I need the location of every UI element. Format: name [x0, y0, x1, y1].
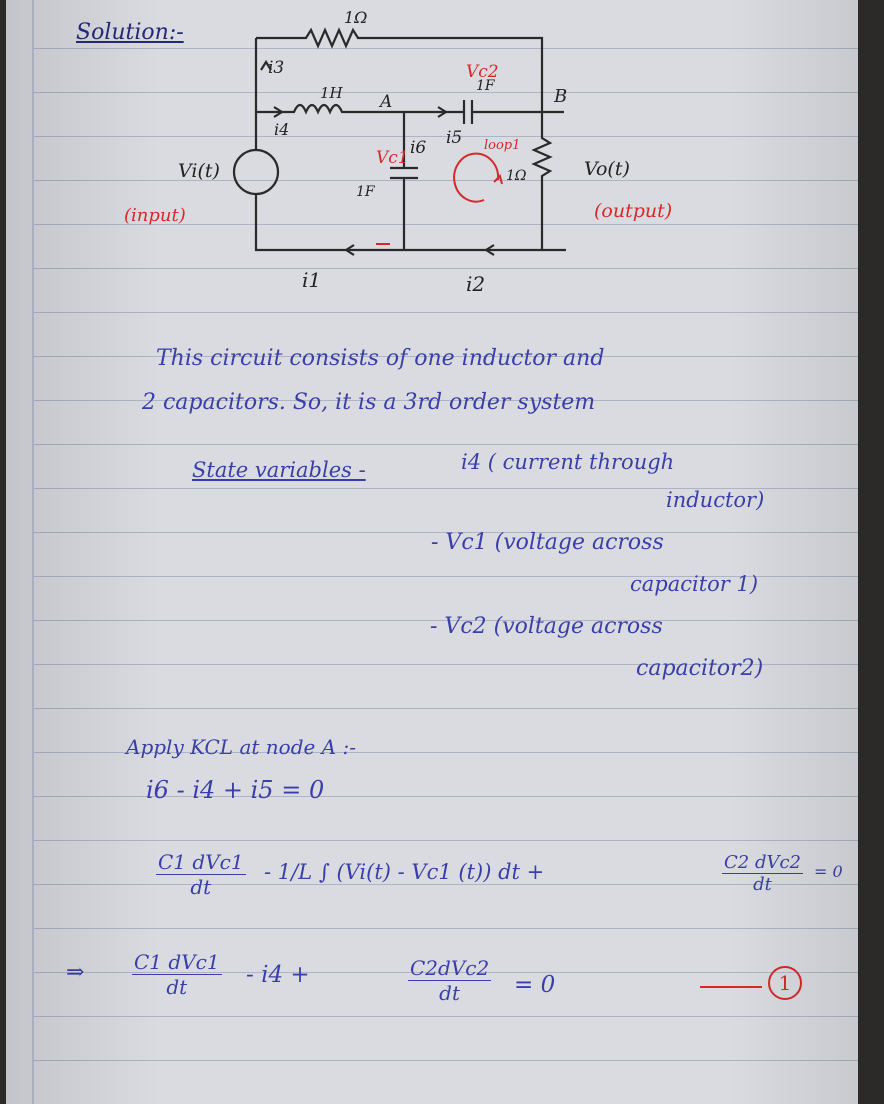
eq2-term1-num: C1 dVc1 — [156, 850, 246, 875]
label-i4: i4 — [274, 120, 290, 139]
top-wire — [256, 27, 544, 95]
eq-number-dash — [700, 986, 762, 988]
eq3-end: = 0 — [514, 972, 556, 998]
state-variable-3: - Vc2 (voltage across — [430, 614, 663, 639]
label-node-a: A — [380, 92, 393, 112]
eq2-middle: - 1/L ∫ (Vi(t) - Vc1 (t)) dt + — [264, 860, 545, 884]
eq2-term1-den: dt — [190, 875, 212, 899]
capacitor-2-symbol — [462, 95, 544, 124]
label-vc2: Vc2 — [466, 62, 499, 82]
state-variable-2: - Vc1 (voltage across — [431, 530, 664, 555]
eq2-term2: C2 dVc2 dt — [722, 852, 804, 895]
label-cap1-value: 1F — [356, 184, 375, 200]
label-source: Vi(t) — [178, 160, 220, 182]
label-cap2-value: 1F — [476, 78, 495, 94]
eq3-term2-den: dt — [439, 981, 461, 1005]
kcl-intro: Apply KCL at node A :- — [126, 735, 356, 759]
eq2-term2-den: dt — [753, 874, 772, 895]
voltage-source-symbol — [232, 148, 280, 196]
eq3-term1-den: dt — [166, 975, 188, 999]
eq2-term1: C1 dVc1 dt — [156, 850, 246, 899]
inductor-symbol — [256, 103, 464, 115]
label-i5: i5 — [446, 128, 463, 148]
solution-heading: Solution:- — [76, 20, 184, 45]
state-variables-label: State variables - — [192, 458, 366, 482]
label-i3: i3 — [268, 58, 285, 78]
margin-line — [32, 0, 34, 1104]
loop-arrow — [453, 152, 500, 203]
circuit-diagram — [232, 27, 566, 256]
label-inductor: 1H — [320, 84, 343, 102]
notebook-page: Solution:- 1Ω 1H A B 1F 1F 1Ω Vc2 Vc1 Vi… — [6, 0, 858, 1104]
eq3-term1: C1 dVc1 dt — [132, 950, 222, 999]
label-i2: i2 — [466, 272, 486, 296]
capacitor-1-symbol — [390, 112, 418, 250]
eq2-term2-num: C2 dVc2 — [722, 852, 804, 874]
label-node-b: B — [554, 86, 568, 107]
eq3-term2-num: C2dVc2 — [408, 956, 492, 981]
label-output: (output) — [594, 200, 673, 222]
eq3-term2: C2dVc2 dt — [408, 956, 492, 1005]
paragraph-line-1: This circuit consists of one inductor an… — [156, 346, 605, 371]
kcl-equation-1: i6 - i4 + i5 = 0 — [146, 776, 325, 804]
eq2-end: = 0 — [814, 862, 843, 881]
eq3-implies-arrow: ⇒ — [66, 960, 85, 985]
resistor-right-symbol — [531, 112, 553, 205]
label-loop: loop1 — [484, 138, 521, 153]
label-resistor-right: 1Ω — [506, 168, 527, 184]
paragraph-line-2: 2 capacitors. So, it is a 3rd order syst… — [142, 390, 596, 415]
label-input: (input) — [124, 205, 186, 226]
eq3-term1-num: C1 dVc1 — [132, 950, 222, 975]
state-variable-3-cont: capacitor2) — [636, 656, 764, 681]
label-resistor-top: 1Ω — [344, 8, 368, 27]
label-vc1: Vc1 — [376, 148, 409, 168]
eq3-middle: - i4 + — [246, 962, 310, 988]
state-variable-2-cont: capacitor 1) — [630, 572, 759, 596]
equation-number-badge: 1 — [768, 966, 802, 1000]
state-variable-1-cont: inductor) — [666, 488, 765, 512]
label-output-voltage: Vo(t) — [584, 158, 630, 180]
label-i1: i1 — [302, 268, 322, 292]
state-variable-1: i4 ( current through — [461, 450, 675, 474]
label-i6: i6 — [410, 138, 427, 158]
